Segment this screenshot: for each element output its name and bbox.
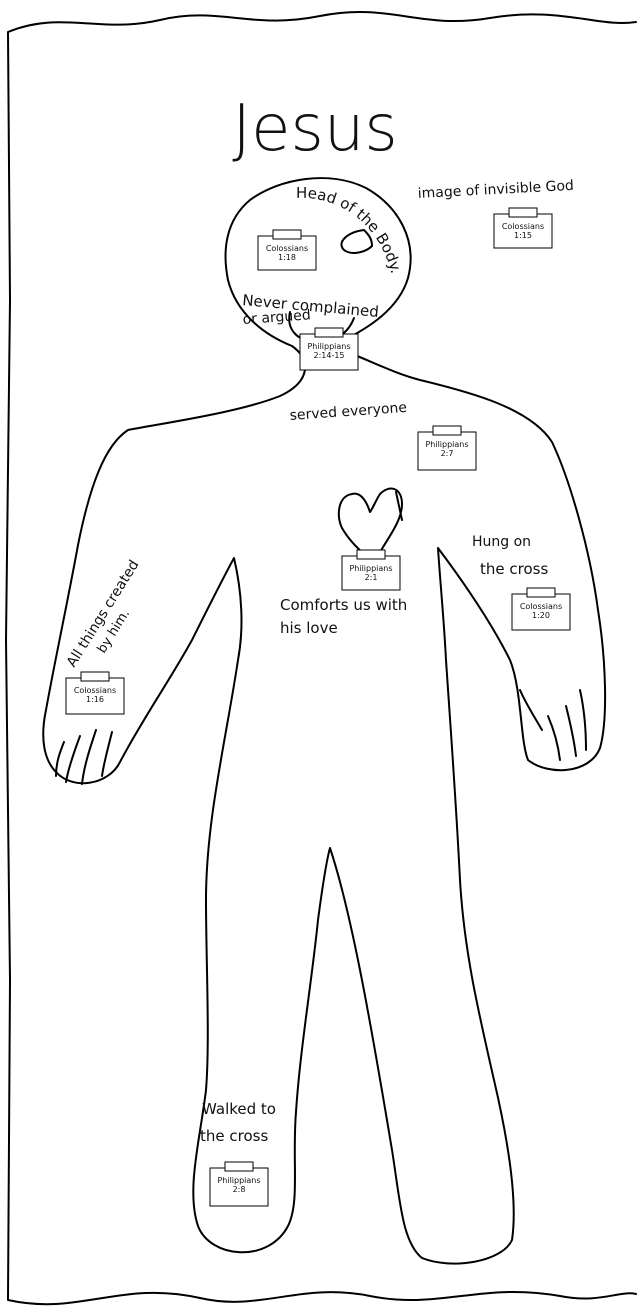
reference-card-tab bbox=[527, 588, 555, 597]
reference-verse: 2:1 bbox=[365, 573, 378, 582]
reference-verse: 1:20 bbox=[532, 611, 550, 620]
left-hand-fingers bbox=[56, 730, 112, 784]
reference-card-tab bbox=[357, 550, 385, 559]
reference-verse: 1:15 bbox=[514, 231, 532, 240]
reference-cards: Colossians1:18Colossians1:15Philippians2… bbox=[66, 208, 570, 1206]
reference-book: Colossians bbox=[502, 222, 544, 231]
heart-shape bbox=[339, 489, 402, 560]
reference-book: Colossians bbox=[520, 602, 562, 611]
label-walked-to: Walked to bbox=[202, 1100, 276, 1118]
reference-book: Philippians bbox=[307, 342, 350, 351]
page-border bbox=[6, 12, 636, 1304]
reference-card-tab bbox=[433, 426, 461, 435]
reference-verse: 1:16 bbox=[86, 695, 104, 704]
reference-verse: 2:7 bbox=[441, 449, 454, 458]
label-or-argued: or argued bbox=[242, 307, 311, 328]
reference-book: Philippians bbox=[425, 440, 468, 449]
label-his-love: his love bbox=[280, 619, 338, 637]
reference-book: Colossians bbox=[74, 686, 116, 695]
page-title: Jesus bbox=[232, 92, 398, 166]
reference-verse: 1:18 bbox=[278, 253, 296, 262]
label-the-cross-hung: the cross bbox=[480, 560, 548, 578]
reference-book: Philippians bbox=[217, 1176, 260, 1185]
label-hung-on: Hung on bbox=[472, 534, 531, 550]
reference-book: Philippians bbox=[349, 564, 392, 573]
reference-card-tab bbox=[81, 672, 109, 681]
reference-card-tab bbox=[273, 230, 301, 239]
reference-card-tab bbox=[315, 328, 343, 337]
right-hand-fingers bbox=[520, 690, 586, 760]
eye-shape bbox=[341, 230, 372, 253]
label-served-everyone: served everyone bbox=[289, 400, 407, 424]
reference-card-tab bbox=[509, 208, 537, 217]
reference-card-tab bbox=[225, 1162, 253, 1171]
reference-book: Colossians bbox=[266, 244, 308, 253]
label-comforts-us: Comforts us with bbox=[280, 596, 407, 614]
reference-verse: 2:8 bbox=[233, 1185, 246, 1194]
label-image-invisible-god: image of invisible God bbox=[417, 178, 574, 202]
label-the-cross-walked: the cross bbox=[200, 1127, 268, 1145]
reference-verse: 2:14-15 bbox=[313, 351, 344, 360]
